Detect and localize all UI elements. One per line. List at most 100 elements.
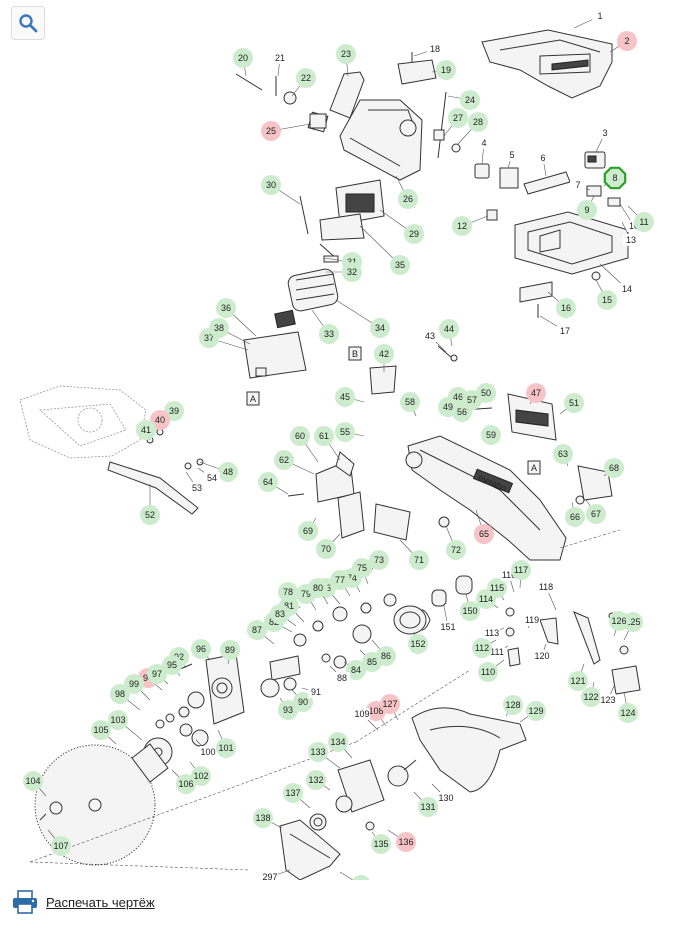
- callout-69[interactable]: 69: [298, 517, 318, 541]
- callout-65[interactable]: 65: [474, 509, 494, 544]
- callout-24[interactable]: 24: [447, 90, 480, 110]
- callout-9[interactable]: 9: [577, 195, 597, 220]
- callout-98[interactable]: 98: [110, 684, 141, 711]
- callout-103[interactable]: 103: [108, 710, 143, 741]
- callout-124[interactable]: 124: [618, 691, 638, 723]
- callout-131[interactable]: 131: [413, 791, 438, 817]
- callout-52[interactable]: 52: [140, 484, 160, 525]
- callout-117[interactable]: 117: [511, 560, 531, 589]
- callout-8[interactable]: 8: [603, 166, 627, 190]
- callout-101[interactable]: 101: [216, 729, 236, 758]
- callout-68[interactable]: 68: [603, 458, 624, 478]
- callout-97[interactable]: 97: [147, 664, 169, 685]
- callout-127[interactable]: 127: [380, 694, 400, 721]
- callout-105[interactable]: 105: [91, 720, 117, 745]
- callout-152[interactable]: 152: [408, 631, 428, 654]
- callout-45[interactable]: 45: [335, 387, 365, 407]
- callout-32[interactable]: 32: [326, 262, 362, 282]
- callout-22[interactable]: 22: [291, 68, 316, 97]
- callout-73[interactable]: 73: [369, 550, 389, 573]
- callout-47[interactable]: 47: [526, 383, 546, 405]
- callout-60[interactable]: 60: [290, 426, 319, 463]
- callout-55[interactable]: 55: [335, 422, 365, 442]
- callout-126[interactable]: 126: [609, 611, 629, 637]
- callout-72[interactable]: 72: [445, 525, 466, 560]
- callout-16[interactable]: 16: [547, 291, 576, 318]
- callout-107[interactable]: 107: [47, 829, 71, 856]
- callout-99[interactable]: 99: [124, 674, 151, 701]
- spindle-assembly: [260, 593, 397, 698]
- callout-298[interactable]: 298: [339, 871, 371, 880]
- callout-38[interactable]: 38: [209, 318, 251, 345]
- callout-83[interactable]: 83: [270, 604, 297, 627]
- callout-36[interactable]: 36: [216, 298, 257, 337]
- callout-86[interactable]: 86: [371, 639, 396, 666]
- callout-34[interactable]: 34: [335, 299, 390, 338]
- callout-number: 135: [373, 839, 388, 849]
- callout-66[interactable]: 66: [565, 501, 585, 527]
- callout-128[interactable]: 128: [503, 695, 523, 717]
- callout-67[interactable]: 67: [585, 499, 606, 524]
- callout-12[interactable]: 12: [452, 215, 489, 236]
- callout-20[interactable]: 20: [233, 48, 253, 77]
- callout-89[interactable]: 89: [220, 640, 240, 665]
- callout-104[interactable]: 104: [23, 771, 47, 797]
- callout-59[interactable]: 59: [481, 425, 501, 445]
- callout-58[interactable]: 58: [400, 392, 420, 417]
- callout-93[interactable]: 93: [278, 697, 298, 720]
- callout-96[interactable]: 96: [191, 639, 211, 661]
- callout-132[interactable]: 132: [306, 770, 331, 791]
- callout-42[interactable]: 42: [374, 344, 394, 372]
- callout-62[interactable]: 62: [274, 450, 315, 475]
- callout-48[interactable]: 48: [199, 461, 238, 482]
- callout-110[interactable]: 110: [478, 659, 505, 682]
- callout-63[interactable]: 63: [553, 444, 573, 467]
- callout-71[interactable]: 71: [399, 539, 429, 570]
- callout-129[interactable]: 129: [519, 701, 546, 723]
- callout-106[interactable]: 106: [171, 769, 196, 794]
- callout-137[interactable]: 137: [283, 783, 311, 809]
- callout-27[interactable]: 27: [443, 108, 468, 137]
- callout-115[interactable]: 115: [487, 578, 507, 601]
- callout-75[interactable]: 75: [352, 558, 372, 585]
- callout-30[interactable]: 30: [261, 175, 301, 205]
- callout-122[interactable]: 122: [581, 681, 601, 707]
- callout-41[interactable]: 41: [136, 420, 156, 441]
- callout-28[interactable]: 28: [457, 112, 488, 145]
- callout-70[interactable]: 70: [316, 533, 341, 559]
- callout-84[interactable]: 84: [343, 660, 366, 680]
- callout-121[interactable]: 121: [568, 663, 588, 691]
- callout-102[interactable]: 102: [189, 761, 211, 786]
- callout-badge: [586, 504, 606, 524]
- callout-112[interactable]: 112: [472, 638, 497, 658]
- callout-77[interactable]: 77: [330, 570, 351, 597]
- callout-19[interactable]: 19: [431, 60, 456, 80]
- callout-23[interactable]: 23: [336, 44, 356, 77]
- callout-15[interactable]: 15: [595, 279, 617, 310]
- callout-136[interactable]: 136: [387, 829, 416, 852]
- callout-44[interactable]: 44: [439, 319, 459, 347]
- callout-26[interactable]: 26: [395, 175, 418, 209]
- callout-64[interactable]: 64: [258, 472, 289, 495]
- callout-2[interactable]: 2: [609, 31, 637, 53]
- callout-57[interactable]: 57: [462, 390, 482, 411]
- callout-badge: [511, 560, 531, 580]
- callout-134[interactable]: 134: [328, 732, 353, 759]
- callout-150[interactable]: 150: [460, 593, 480, 621]
- callout-11[interactable]: 11: [627, 205, 654, 232]
- callout-61[interactable]: 61: [314, 426, 341, 461]
- callout-33[interactable]: 33: [311, 309, 339, 344]
- callout-29[interactable]: 29: [379, 209, 424, 244]
- callout-87[interactable]: 87: [247, 620, 275, 645]
- callout-25[interactable]: 25: [261, 121, 311, 141]
- callout-35[interactable]: 35: [359, 225, 410, 275]
- callout-80[interactable]: 80: [308, 578, 329, 605]
- callout-number: 41: [141, 425, 151, 435]
- zoom-button[interactable]: [11, 6, 45, 40]
- callout-95[interactable]: 95: [162, 655, 182, 677]
- callout-135[interactable]: 135: [371, 831, 391, 854]
- callout-51[interactable]: 51: [559, 393, 584, 415]
- print-drawing-link[interactable]: Распечать чертёж: [12, 888, 155, 916]
- callout-133[interactable]: 133: [308, 742, 341, 769]
- callout-138[interactable]: 138: [253, 808, 283, 829]
